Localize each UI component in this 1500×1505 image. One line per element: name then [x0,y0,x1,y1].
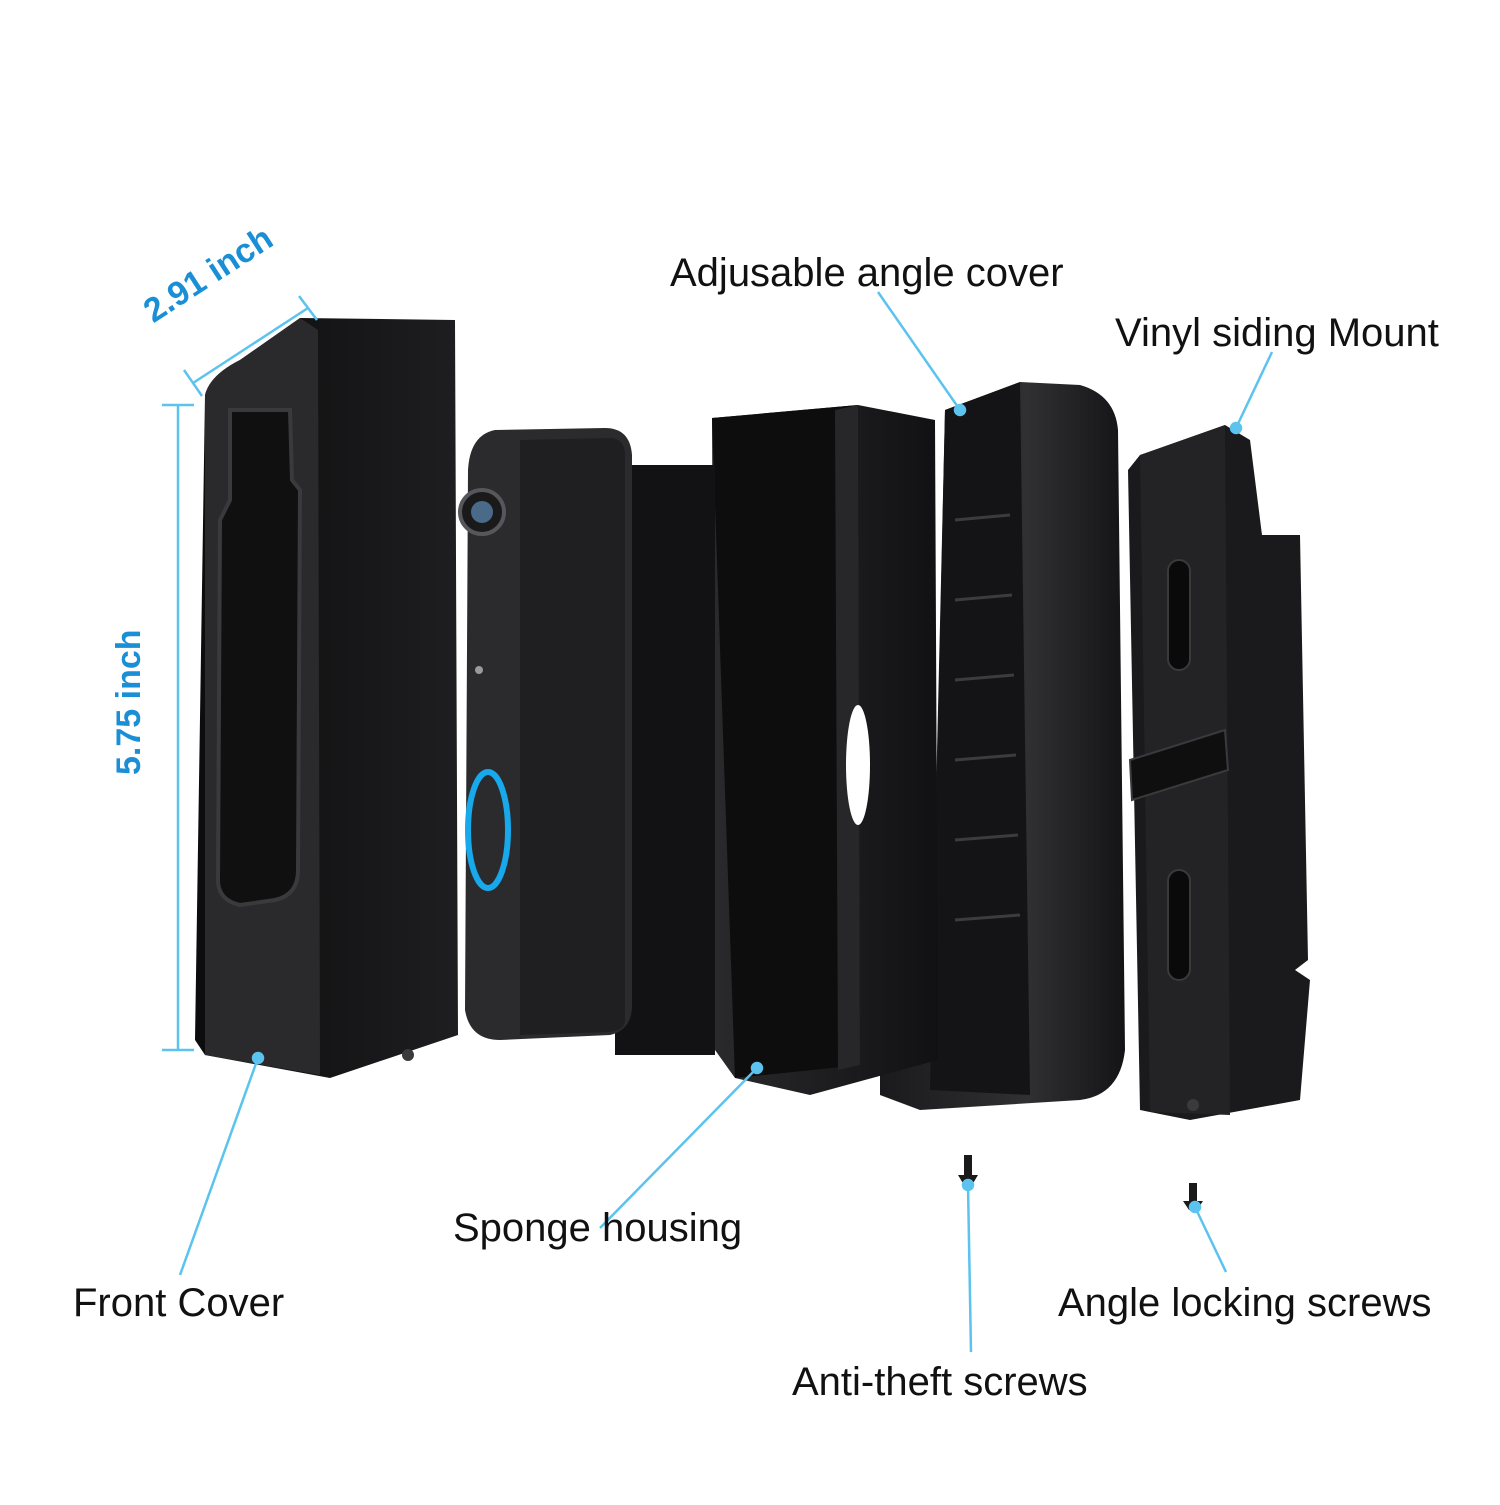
anti-theft-screws-leader [961,1178,975,1353]
vinyl-siding-mount-leader [1229,351,1274,435]
label-front-cover: Front Cover [73,1281,285,1325]
width-dimension-line [182,295,318,397]
adjustable-angle-cover-part [880,382,1125,1110]
front-cover-part [195,318,458,1078]
label-angle-locking-screws: Angle locking screws [1058,1281,1432,1325]
angle-locking-screws-leader [1188,1200,1228,1273]
sponge-housing-leader [599,1061,764,1229]
label-sponge-housing: Sponge housing [453,1206,743,1250]
sponge-housing-part [712,405,938,1095]
video-doorbell [458,428,632,1040]
label-vinyl-siding-mount: Vinyl siding Mount [1115,311,1439,355]
vinyl-siding-mount [1128,425,1310,1120]
label-adjustable-angle-cover: Adjusable angle cover [670,251,1064,295]
front-cover-leader [178,1051,265,1276]
adjustable-angle-cover-leader [876,291,967,417]
label-anti-theft-screws: Anti-theft screws [792,1360,1088,1404]
dimension-height-label: 5.75 inch [110,629,148,775]
height-dimension-line [162,403,194,1052]
doorbell-ring-icon [465,769,511,891]
